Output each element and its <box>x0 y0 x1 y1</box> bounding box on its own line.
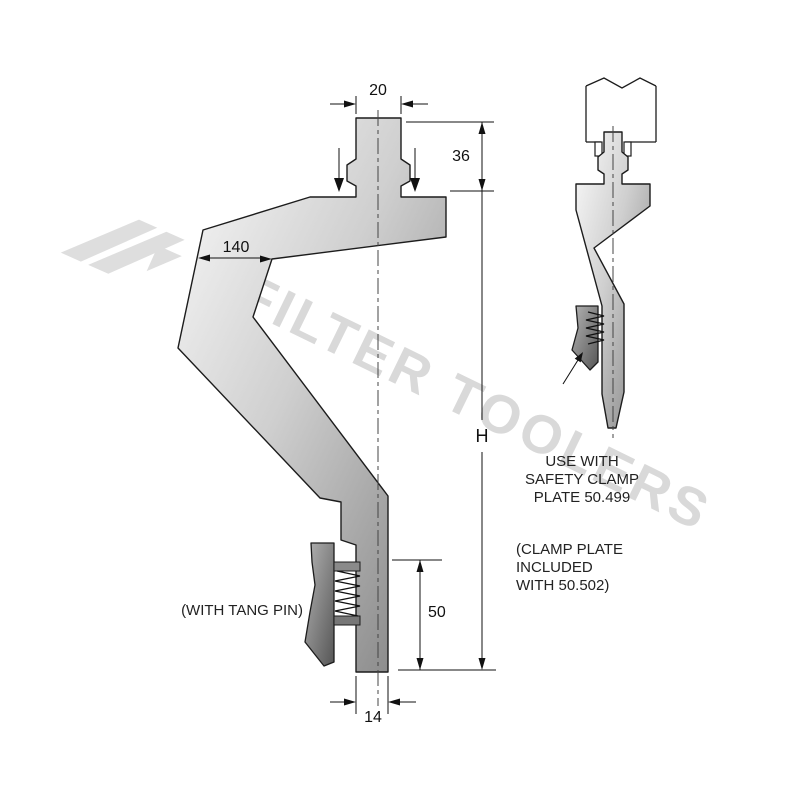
clamp-plate-spring <box>585 311 605 345</box>
clamp-force-arrows <box>334 148 420 192</box>
note-included-line2: INCLUDED <box>516 559 593 576</box>
note-use-with-line2: SAFETY CLAMP <box>525 471 639 488</box>
safety-clamp-plate <box>571 305 599 371</box>
dim-total-height: H <box>398 191 496 671</box>
note-use-with-line3: PLATE 50.499 <box>534 489 630 506</box>
dim-top-width: 20 <box>330 82 428 114</box>
note-included-line3: WITH 50.502) <box>516 577 609 594</box>
dimension-value: 36 <box>452 148 470 165</box>
note-included-line1: (CLAMP PLATE <box>516 541 623 558</box>
spring-seat-bottom <box>333 615 361 626</box>
dimension-value: 20 <box>369 82 387 99</box>
tang-pin-clamp <box>304 542 335 667</box>
punch-body <box>177 117 447 673</box>
side-clamped-view <box>562 77 657 438</box>
spring-seat-top <box>333 561 361 572</box>
watermark-logo-icon <box>60 219 185 274</box>
dimension-value: 140 <box>223 239 250 256</box>
note-use-with-line1: USE WITH <box>545 453 618 470</box>
dimension-value: 50 <box>428 604 446 621</box>
dim-lower-height: 50 <box>392 559 446 670</box>
side-punch-body <box>575 131 651 429</box>
dim-body-width: 140 <box>198 239 272 263</box>
dim-shank-height: 36 <box>406 121 494 192</box>
dim-tip-width: 14 <box>330 676 416 726</box>
annotations: USE WITH SAFETY CLAMP PLATE 50.499 (CLAM… <box>516 453 639 594</box>
main-punch-view: 20 36 H 140 <box>177 82 496 726</box>
clamp-pointer-arrow <box>562 352 583 385</box>
label-tang-pin: (WITH TANG PIN) <box>181 602 303 619</box>
dimension-value: 14 <box>364 709 382 726</box>
tang-pin-spring <box>334 570 361 617</box>
dimension-value: H <box>476 426 489 446</box>
